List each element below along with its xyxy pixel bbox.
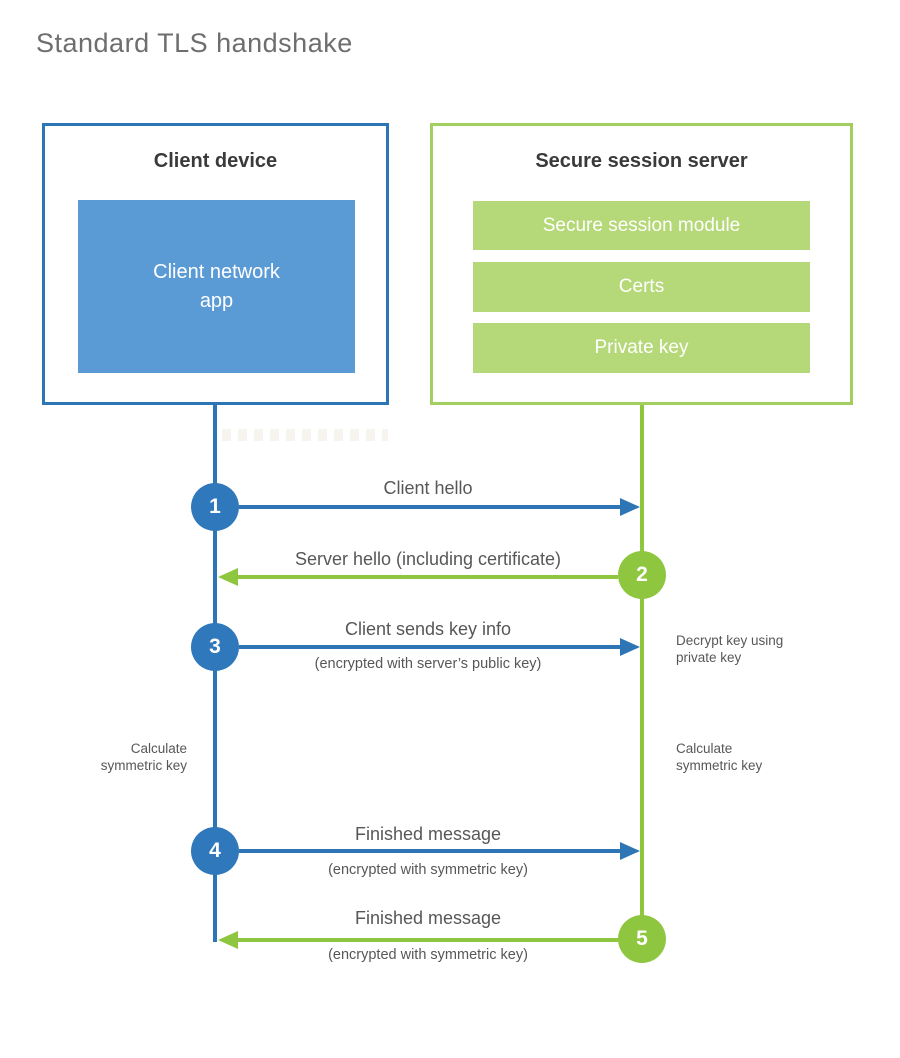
secure-session-server-heading: Secure session server: [535, 150, 748, 172]
server-module-private-key: Private key: [473, 323, 810, 373]
step-5-sublabel: (encrypted with symmetric key): [328, 947, 528, 963]
server-lifeline: [640, 405, 644, 939]
step-3-label: Client sends key info: [344, 619, 512, 639]
step-5-label: Finished message: [354, 908, 502, 928]
client-device-heading: Client device: [153, 150, 278, 172]
note-calculate-symmetric-key-client: Calculate symmetric key: [100, 741, 187, 773]
server-module-certs: Certs: [473, 262, 810, 312]
step-1-badge: 1: [191, 483, 239, 531]
page-title: Standard TLS handshake: [36, 28, 353, 58]
step-4-arrowhead-right-icon: [620, 842, 640, 860]
note-calculate-symmetric-key-server: Calculate symmetric key: [676, 741, 763, 773]
step-1-arrow-shaft: [239, 505, 621, 509]
client-network-app-module: Client network app: [78, 200, 355, 373]
step-4-sublabel: (encrypted with symmetric key): [328, 862, 528, 878]
step-5-arrowhead-left-icon: [218, 931, 238, 949]
step-2-label: Server hello (including certificate): [294, 549, 562, 569]
step-3-badge: 3: [191, 623, 239, 671]
note-decrypt-key: Decrypt key using private key: [676, 633, 784, 665]
faint-dashes-artifact: [222, 429, 388, 441]
step-4-badge: 4: [191, 827, 239, 875]
client-lifeline: [213, 405, 217, 942]
step-3-sublabel: (encrypted with server’s public key): [314, 656, 542, 672]
step-1-label: Client hello: [383, 478, 473, 498]
step-1-arrowhead-right-icon: [620, 498, 640, 516]
step-5-arrow-shaft: [237, 938, 618, 942]
step-3-arrowhead-right-icon: [620, 638, 640, 656]
step-4-label: Finished message: [354, 824, 502, 844]
step-5-badge: 5: [618, 915, 666, 963]
step-2-arrow-shaft: [237, 575, 618, 579]
step-3-arrow-shaft: [239, 645, 621, 649]
step-2-badge: 2: [618, 551, 666, 599]
server-module-secure-session: Secure session module: [473, 201, 810, 250]
step-2-arrowhead-left-icon: [218, 568, 238, 586]
step-4-arrow-shaft: [239, 849, 621, 853]
